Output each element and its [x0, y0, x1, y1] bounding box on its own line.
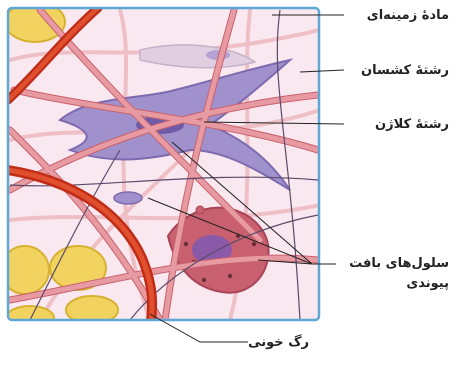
label-ground-substance: مادهٔ زمینه‌ای: [367, 7, 449, 24]
label-blood-vessel: رگ خونی: [248, 334, 309, 351]
label-connective-cells: سلول‌های بافت پیوندی: [349, 255, 449, 292]
label-collagen-fiber: رشتهٔ کلاژن: [375, 116, 449, 133]
label-elastic-fiber: رشتهٔ کشسان: [361, 62, 449, 79]
tissue-illustration: [1, 2, 320, 330]
label-connective-cells-line1: سلول‌های بافت: [349, 255, 449, 272]
label-connective-cells-line2: پیوندی: [349, 275, 449, 292]
